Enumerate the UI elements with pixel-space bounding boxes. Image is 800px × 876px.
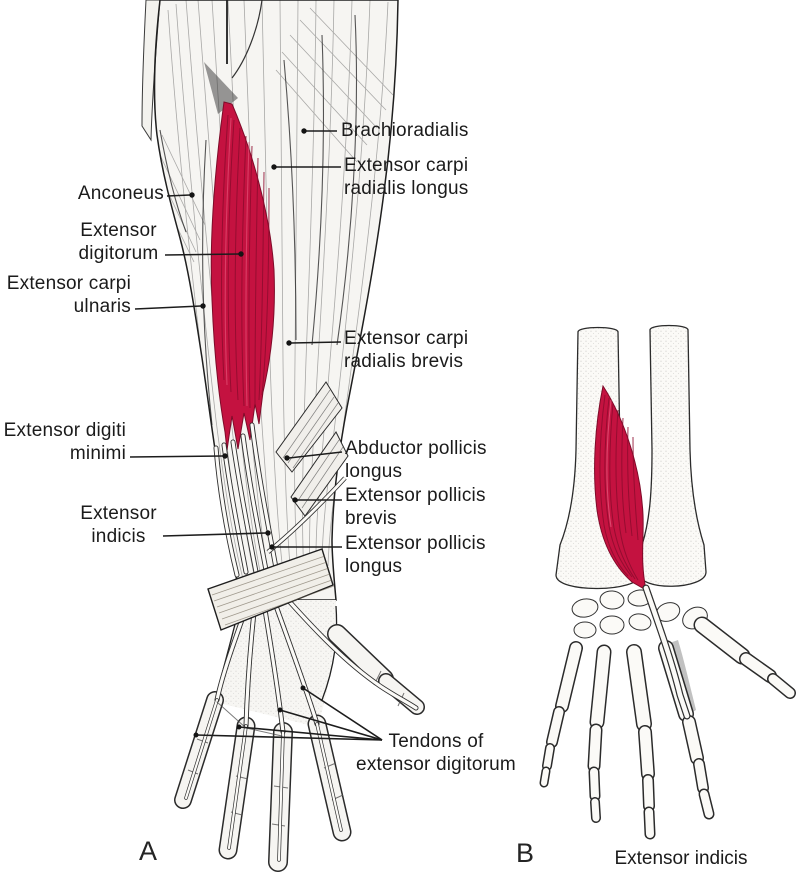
- hand-tendon-fan: [184, 597, 419, 862]
- leader-ecu: [134, 305, 202, 310]
- panel-b-drawing: [539, 324, 796, 840]
- label-extensor-pollicis-brevis: Extensor pollicis brevis: [345, 485, 486, 529]
- label-extensor-digitorum: Extensor digitorum: [78, 220, 159, 264]
- label-anconeus: Anconeus: [77, 183, 164, 204]
- leader-tendon-2: [238, 726, 383, 741]
- label-extensor-indicis-a: Extensor indicis: [80, 503, 157, 547]
- extensor-retinaculum: [207, 548, 335, 631]
- label-extensor-pollicis-longus: Extensor pollicis longus: [345, 533, 486, 577]
- leader-tendon-3: [279, 709, 383, 741]
- leader-tendon-1: [195, 734, 383, 741]
- panel-a-drawing: [141, 0, 425, 872]
- panel-b-caption: Extensor indicis: [614, 848, 748, 869]
- label-extensor-carpi-radialis-longus: Extensor carpi radialis longus: [344, 155, 469, 199]
- leader-extensor-indicis: [162, 532, 267, 537]
- panel-b-letter: B: [516, 838, 535, 868]
- leader-apl: [288, 451, 343, 459]
- label-tendons-of-extensor-digitorum: Tendons of extensor digitorum: [356, 731, 516, 775]
- label-extensor-carpi-radialis-brevis: Extensor carpi radialis brevis: [344, 328, 469, 372]
- extensor-digitorum-highlight: [210, 101, 275, 451]
- muscle-borders: [159, 14, 358, 426]
- panel-a-letter: A: [139, 836, 158, 866]
- leader-tendon-4: [302, 687, 383, 741]
- leader-extensor-digitorum: [164, 253, 240, 256]
- leader-lines: [129, 130, 383, 741]
- leader-dots: [189, 128, 307, 738]
- carpal-bones: [571, 589, 708, 639]
- leader-edm: [129, 455, 224, 458]
- label-extensor-carpi-ulnaris: Extensor carpi ulnaris: [6, 273, 131, 317]
- extensor-indicis-highlight: [594, 384, 647, 591]
- label-extensor-digiti-minimi: Extensor digiti minimi: [3, 420, 126, 464]
- hand-a: [174, 597, 425, 872]
- label-abductor-pollicis-longus: Abductor pollicis longus: [345, 438, 487, 482]
- leader-ecrb: [290, 341, 342, 344]
- extensor-indicis-tendon: [642, 584, 691, 720]
- elbow-notch-shading: [204, 62, 238, 114]
- leader-anconeus: [166, 194, 191, 197]
- label-brachioradialis: Brachioradialis: [341, 120, 469, 141]
- forearm-tendons: [213, 422, 279, 578]
